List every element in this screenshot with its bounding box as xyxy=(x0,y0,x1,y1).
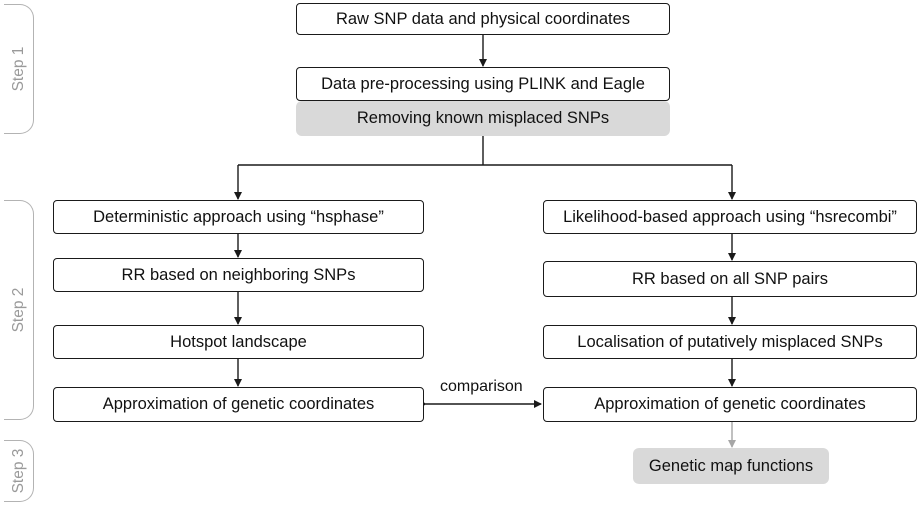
genetic-map-functions-label: Genetic map functions xyxy=(648,456,814,475)
deterministic-approach-box: Deterministic approach using “hsphase” xyxy=(53,200,424,234)
rr-all-pairs-box: RR based on all SNP pairs xyxy=(543,261,917,297)
deterministic-approach-label: Deterministic approach using “hsphase” xyxy=(93,207,384,226)
preprocessing-label: Data pre-processing using PLINK and Eagl… xyxy=(321,74,645,93)
remove-misplaced-label: Removing known misplaced SNPs xyxy=(356,109,610,127)
likelihood-approach-label: Likelihood-based approach using “hsrecom… xyxy=(563,207,897,226)
genetic-map-functions-box: Genetic map functions xyxy=(633,448,829,484)
comparison-label: comparison xyxy=(440,378,523,395)
right-approximation-label: Approximation of genetic coordinates xyxy=(594,395,866,413)
rr-neighboring-box: RR based on neighboring SNPs xyxy=(53,258,424,292)
likelihood-approach-box: Likelihood-based approach using “hsrecom… xyxy=(543,200,917,234)
left-approximation-label: Approximation of genetic coordinates xyxy=(102,395,375,413)
raw-data-box: Raw SNP data and physical coordinates xyxy=(296,3,670,35)
rr-neighboring-label: RR based on neighboring SNPs xyxy=(121,265,356,284)
branch-line xyxy=(238,136,732,166)
raw-data-label: Raw SNP data and physical coordinates xyxy=(335,9,631,28)
hotspot-landscape-label: Hotspot landscape xyxy=(170,332,307,351)
rr-all-pairs-label: RR based on all SNP pairs xyxy=(632,269,828,288)
step-3-bracket: Step 3 xyxy=(4,440,34,502)
step-2-bracket: Step 2 xyxy=(4,200,34,420)
preprocessing-box: Data pre-processing using PLINK and Eagl… xyxy=(296,67,670,101)
right-approximation-box: Approximation of genetic coordinates xyxy=(543,387,917,422)
step-1-bracket: Step 1 xyxy=(4,4,34,134)
left-approximation-box: Approximation of genetic coordinates xyxy=(53,387,424,422)
hotspot-landscape-box: Hotspot landscape xyxy=(53,325,424,359)
remove-misplaced-box: Removing known misplaced SNPs xyxy=(296,101,670,136)
localisation-label: Localisation of putatively misplaced SNP… xyxy=(577,332,883,351)
localisation-box: Localisation of putatively misplaced SNP… xyxy=(543,325,917,359)
